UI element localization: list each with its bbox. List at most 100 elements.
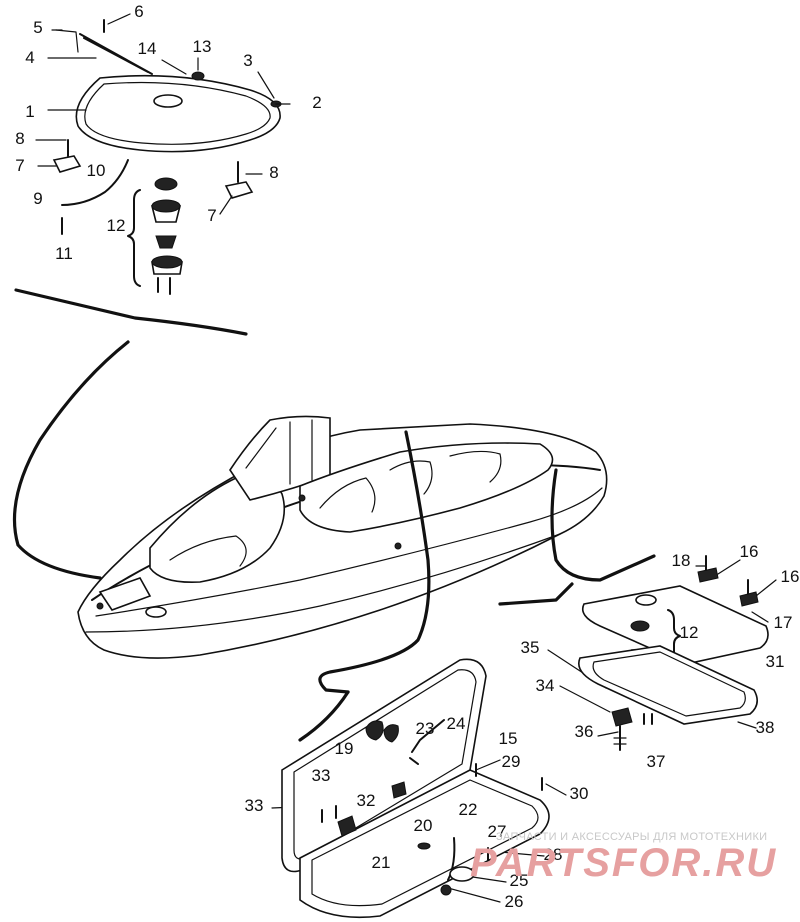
callout-2: 2 bbox=[312, 93, 321, 112]
callout-18: 18 bbox=[672, 551, 691, 570]
callout-10: 10 bbox=[87, 161, 106, 180]
seal-strip bbox=[79, 33, 153, 75]
cockpit-seats bbox=[319, 450, 502, 513]
bracket-12 bbox=[127, 189, 141, 287]
bow-hatch-lid bbox=[75, 74, 281, 153]
fitting-ring-top bbox=[154, 177, 178, 191]
lid-hinge-19b bbox=[383, 724, 399, 743]
hinge-a bbox=[697, 567, 719, 583]
hinge-b bbox=[739, 591, 759, 607]
lid-latch-32 bbox=[337, 815, 357, 837]
lid-latch-33 bbox=[391, 781, 407, 799]
bow-seat bbox=[169, 535, 247, 567]
callout-12: 12 bbox=[680, 623, 699, 642]
callout-16: 16 bbox=[781, 567, 800, 586]
windshield-frame bbox=[245, 419, 313, 485]
lid-hinge-19 bbox=[365, 720, 384, 741]
latch-left bbox=[52, 155, 82, 173]
callout-14: 14 bbox=[138, 39, 157, 58]
callout-30: 30 bbox=[570, 784, 589, 803]
lanyard bbox=[55, 29, 79, 53]
callout-36: 36 bbox=[575, 722, 594, 741]
hull-fitting-b bbox=[298, 494, 306, 502]
bow-light bbox=[96, 602, 104, 610]
callout-37: 37 bbox=[647, 752, 666, 771]
rear-hatch-frame bbox=[578, 645, 758, 725]
callout-11: 11 bbox=[55, 244, 73, 263]
rear-hatch-assembly bbox=[578, 555, 769, 751]
callout-6: 6 bbox=[134, 2, 143, 21]
sweep-line-rear-2 bbox=[498, 582, 574, 606]
boat bbox=[77, 415, 608, 659]
callout-31: 31 bbox=[766, 652, 785, 671]
drain-fitting-20 bbox=[417, 842, 431, 850]
callout-1: 1 bbox=[25, 102, 34, 121]
callout-13: 13 bbox=[193, 37, 212, 56]
callout-23: 23 bbox=[416, 719, 435, 738]
bow-cockpit bbox=[149, 475, 286, 584]
drain-hose bbox=[447, 837, 456, 881]
fitting-valve bbox=[155, 235, 177, 249]
callout-32: 32 bbox=[357, 791, 376, 810]
cable bbox=[61, 159, 129, 206]
rear-fitting-top bbox=[630, 620, 650, 632]
callout-28: 28 bbox=[544, 845, 563, 864]
callout-26: 26 bbox=[505, 892, 524, 911]
callout-3: 3 bbox=[243, 51, 252, 70]
callout-9: 9 bbox=[33, 189, 42, 208]
callout-7: 7 bbox=[207, 206, 216, 225]
watermark-logo: PARTSFOR.RU bbox=[470, 841, 777, 885]
windshield bbox=[229, 415, 331, 501]
rear-latch bbox=[611, 707, 633, 727]
boat-chine bbox=[85, 533, 561, 633]
callout-27: 27 bbox=[488, 822, 507, 841]
watermark-tagline: ЗАПЧАСТИ И АКСЕССУАРЫ ДЛЯ МОТОТЕХНИКИ bbox=[496, 831, 767, 843]
hull-fitting-a bbox=[394, 542, 402, 550]
callout-25: 25 bbox=[510, 871, 529, 890]
callout-5: 5 bbox=[33, 18, 42, 37]
sweep-line-cockpit bbox=[318, 430, 431, 694]
callout-35: 35 bbox=[521, 638, 540, 657]
drain-bolt-26 bbox=[440, 884, 452, 896]
callout-22: 22 bbox=[459, 800, 478, 819]
lid-cup-holder bbox=[153, 94, 183, 108]
callout-4: 4 bbox=[25, 48, 34, 67]
bow-hatch-assembly bbox=[52, 19, 282, 295]
bow-deck-hatch bbox=[98, 577, 152, 611]
fastener-13 bbox=[191, 71, 205, 81]
rear-hatch-lid bbox=[581, 585, 769, 665]
bow-cleat bbox=[145, 606, 167, 618]
callout-19: 19 bbox=[335, 739, 354, 758]
callout-34: 34 bbox=[536, 676, 555, 695]
rear-hatch-frame-inner bbox=[592, 651, 746, 717]
rear-lid-cup bbox=[635, 594, 657, 606]
sweep-line-bow bbox=[14, 288, 248, 336]
sweep-line-bow-2 bbox=[12, 340, 130, 580]
callout-12: 12 bbox=[107, 216, 126, 235]
boat-rub-rail bbox=[95, 487, 603, 617]
callout-8: 8 bbox=[15, 129, 24, 148]
fitting-body-cap bbox=[151, 199, 181, 213]
callout-8: 8 bbox=[269, 163, 278, 182]
storage-box-rim bbox=[311, 779, 539, 907]
callout-33: 33 bbox=[245, 796, 264, 815]
callout-16: 16 bbox=[740, 542, 759, 561]
storage-lid-inner bbox=[293, 669, 477, 860]
latch-right bbox=[224, 181, 254, 199]
main-cockpit bbox=[299, 442, 554, 533]
callout-33: 33 bbox=[312, 766, 331, 785]
sweep-line-storage bbox=[298, 690, 350, 742]
callout-21: 21 bbox=[372, 853, 391, 872]
rear-latch-spring bbox=[613, 737, 627, 745]
fitting-base-cap bbox=[151, 255, 183, 269]
watermark: ЗАПЧАСТИ И АКСЕССУАРЫ ДЛЯ МОТОТЕХНИКИ PA… bbox=[470, 831, 777, 885]
callout-17: 17 bbox=[774, 613, 793, 632]
bow-hatch-lid-inner-rim bbox=[84, 81, 271, 145]
callout-7: 7 bbox=[15, 156, 24, 175]
callout-15: 15 bbox=[499, 729, 518, 748]
callout-20: 20 bbox=[414, 816, 433, 835]
callout-29: 29 bbox=[502, 752, 521, 771]
sweep-line-rear bbox=[550, 468, 656, 582]
